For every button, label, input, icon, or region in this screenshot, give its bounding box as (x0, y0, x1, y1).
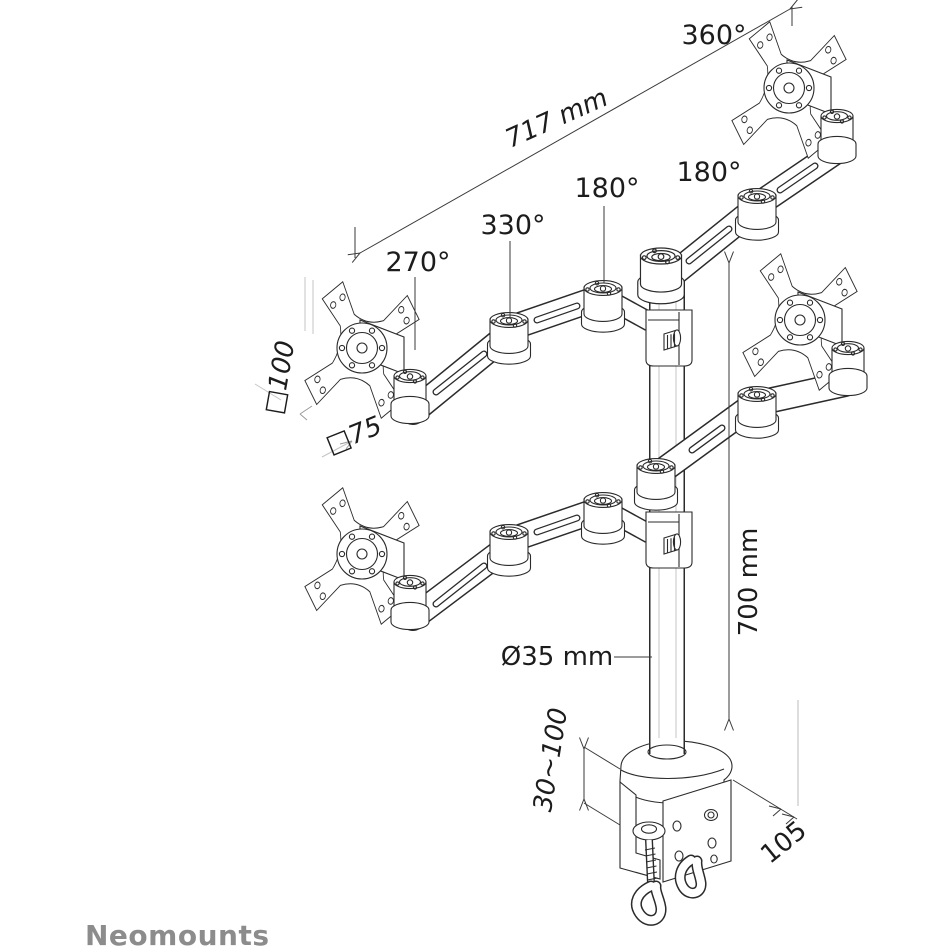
joint-top-elbow (734, 188, 780, 241)
vesa-75-label: □75 (322, 411, 387, 460)
rotation-180-right-label: 180° (676, 157, 741, 188)
vesa-100-label: □100 (259, 338, 301, 416)
joint-mid-left-elbow (486, 312, 532, 365)
joint-mid-right-inner (633, 458, 679, 511)
joint-mid-left-inner (580, 280, 626, 333)
construction-lines (254, 277, 799, 806)
vesa-plate-mid-left (299, 277, 430, 425)
clamp-range-label: 30~100 (528, 706, 574, 814)
rotation-330-label: 330° (480, 210, 545, 241)
joint-pole-top (637, 247, 685, 305)
desk-clamp (619, 740, 733, 804)
vesa-plate-bottom-left (299, 483, 430, 631)
vesa-plate-top-right (726, 17, 857, 165)
joint-mid-right-elbow (734, 386, 780, 439)
joint-bottom-left-inner (580, 492, 626, 545)
vesa-plate-mid-right (737, 249, 868, 397)
pole-height-label: 700 mm (734, 528, 764, 637)
rotation-360-label: 360° (681, 20, 746, 51)
rotation-270-label: 270° (385, 247, 450, 278)
rotation-180-left-label: 180° (574, 173, 639, 204)
dimension-lines (347, 0, 803, 826)
pole-diameter-label: Ø35 mm (501, 642, 613, 672)
clamp-depth-label: 105 (755, 816, 812, 871)
clamp-c-bracket (619, 780, 661, 880)
desk-clamp-body (619, 779, 732, 926)
joint-bottom-left-elbow (486, 524, 532, 577)
brand-logo: Neomounts (85, 919, 270, 952)
